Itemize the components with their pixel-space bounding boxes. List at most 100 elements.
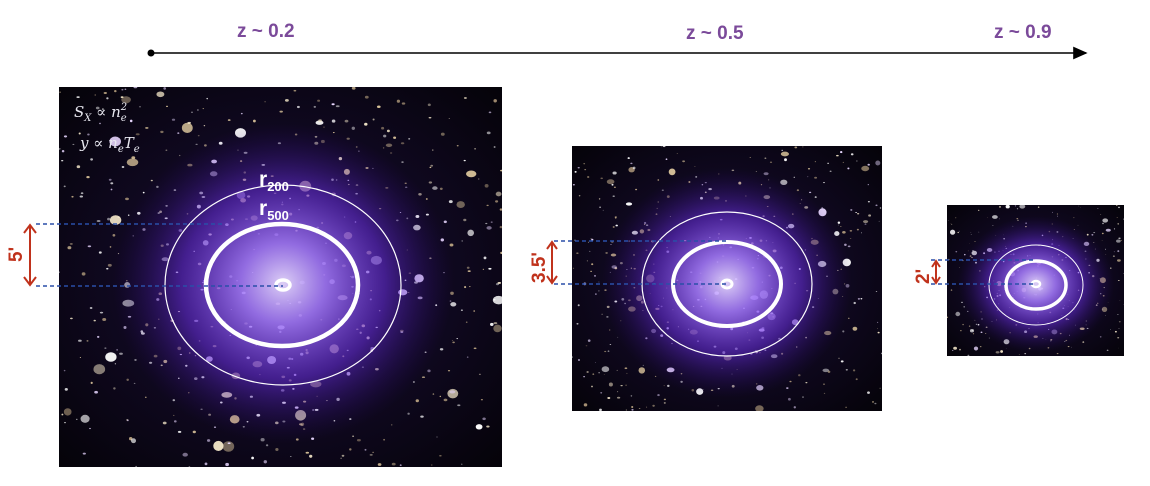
galaxy-dot [251, 456, 254, 460]
galaxy-dot [1116, 205, 1118, 206]
galaxy-dot [99, 311, 104, 314]
galaxy-dot [1071, 346, 1073, 348]
scale-label-z02: 5' [6, 247, 27, 262]
galaxy-dot [420, 415, 424, 418]
galaxy-dot [480, 399, 483, 401]
galaxy-dot [181, 122, 193, 134]
galaxy-dot [827, 370, 831, 374]
galaxy-dot [663, 385, 665, 387]
galaxy-dot [197, 135, 200, 137]
galaxy-dot [840, 360, 844, 363]
galaxy-dot [1117, 337, 1120, 339]
galaxy-dot [133, 382, 136, 384]
galaxy-dot [112, 234, 116, 237]
galaxy-dot [429, 166, 432, 169]
galaxy-dot [163, 87, 167, 90]
r500-ring [1004, 259, 1068, 311]
galaxy-dot [587, 339, 591, 342]
galaxy-dot [598, 198, 601, 200]
galaxy-dot [61, 160, 64, 162]
galaxy-dot [486, 131, 491, 135]
galaxy-dot [165, 149, 168, 151]
galaxy-dot [463, 159, 466, 162]
galaxy-dot [1123, 218, 1124, 220]
galaxy-dot [1117, 314, 1119, 315]
galaxy-dot [407, 412, 410, 415]
galaxy-dot [591, 385, 593, 388]
galaxy-dot [842, 230, 846, 234]
galaxy-dot [1117, 223, 1119, 225]
galaxy-dot [837, 224, 839, 226]
galaxy-dot [447, 388, 459, 399]
galaxy-dot [463, 218, 467, 222]
galaxy-dot [461, 240, 463, 242]
galaxy-dot [578, 359, 580, 361]
galaxy-dot [827, 162, 829, 164]
galaxy-dot [1056, 353, 1059, 355]
galaxy-dot [823, 383, 825, 385]
galaxy-dot [947, 316, 949, 318]
galaxy-dot [206, 97, 208, 100]
galaxy-dot [427, 369, 431, 373]
galaxy-dot [630, 395, 633, 397]
galaxy-dot [381, 126, 385, 130]
galaxy-dot [1120, 240, 1122, 241]
galaxy-dot [450, 302, 457, 307]
galaxy-dot [1000, 350, 1004, 353]
galaxy-dot [482, 268, 485, 271]
galaxy-dot [1077, 224, 1079, 226]
galaxy-dot [263, 460, 267, 464]
galaxy-dot [59, 148, 61, 150]
galaxy-dot [1093, 232, 1096, 234]
galaxy-dot [590, 238, 592, 240]
galaxy-dot [448, 118, 451, 119]
galaxy-dot [847, 167, 850, 170]
galaxy-dot [493, 99, 497, 103]
galaxy-dot [1024, 352, 1027, 355]
galaxy-dot [227, 119, 231, 121]
galaxy-dot [823, 182, 825, 184]
galaxy-dot [1018, 354, 1020, 355]
galaxy-dot [600, 177, 604, 180]
galaxy-dot [145, 126, 149, 129]
galaxy-dot [583, 163, 586, 165]
galaxy-dot [617, 391, 619, 393]
galaxy-dot [591, 238, 594, 241]
galaxy-dot [203, 125, 206, 127]
galaxy-dot [488, 267, 492, 270]
galaxy-dot [495, 200, 499, 203]
galaxy-dot [499, 208, 502, 211]
galaxy-dot [474, 148, 477, 150]
galaxy-dot [781, 149, 784, 152]
galaxy-dot [466, 170, 477, 178]
galaxy-dot [79, 356, 82, 359]
galaxy-dot [284, 99, 289, 102]
r500-label: r500 [259, 197, 289, 223]
galaxy-dot [840, 226, 842, 228]
galaxy-dot [493, 299, 496, 301]
galaxy-dot [99, 122, 101, 125]
galaxy-dot [490, 322, 494, 326]
galaxy-dot [408, 138, 411, 140]
galaxy-dot [401, 102, 406, 105]
galaxy-dot [166, 105, 168, 108]
galaxy-dot [341, 454, 345, 457]
galaxy-dot [94, 94, 96, 96]
galaxy-dot [876, 327, 879, 329]
galaxy-dot [376, 105, 381, 108]
galaxy-dot [682, 160, 686, 163]
r200-ring [164, 184, 402, 386]
galaxy-dot [842, 161, 844, 163]
galaxy-dot [583, 403, 588, 407]
galaxy-dot [576, 322, 579, 325]
galaxy-dot [493, 324, 502, 333]
galaxy-dot [443, 220, 447, 224]
galaxy-dot [109, 136, 122, 147]
galaxy-dot [351, 87, 356, 90]
galaxy-dot [87, 133, 90, 136]
galaxy-dot [1117, 279, 1120, 282]
galaxy-dot [638, 407, 641, 410]
galaxy-dot [842, 330, 845, 333]
galaxy-dot [855, 378, 858, 381]
